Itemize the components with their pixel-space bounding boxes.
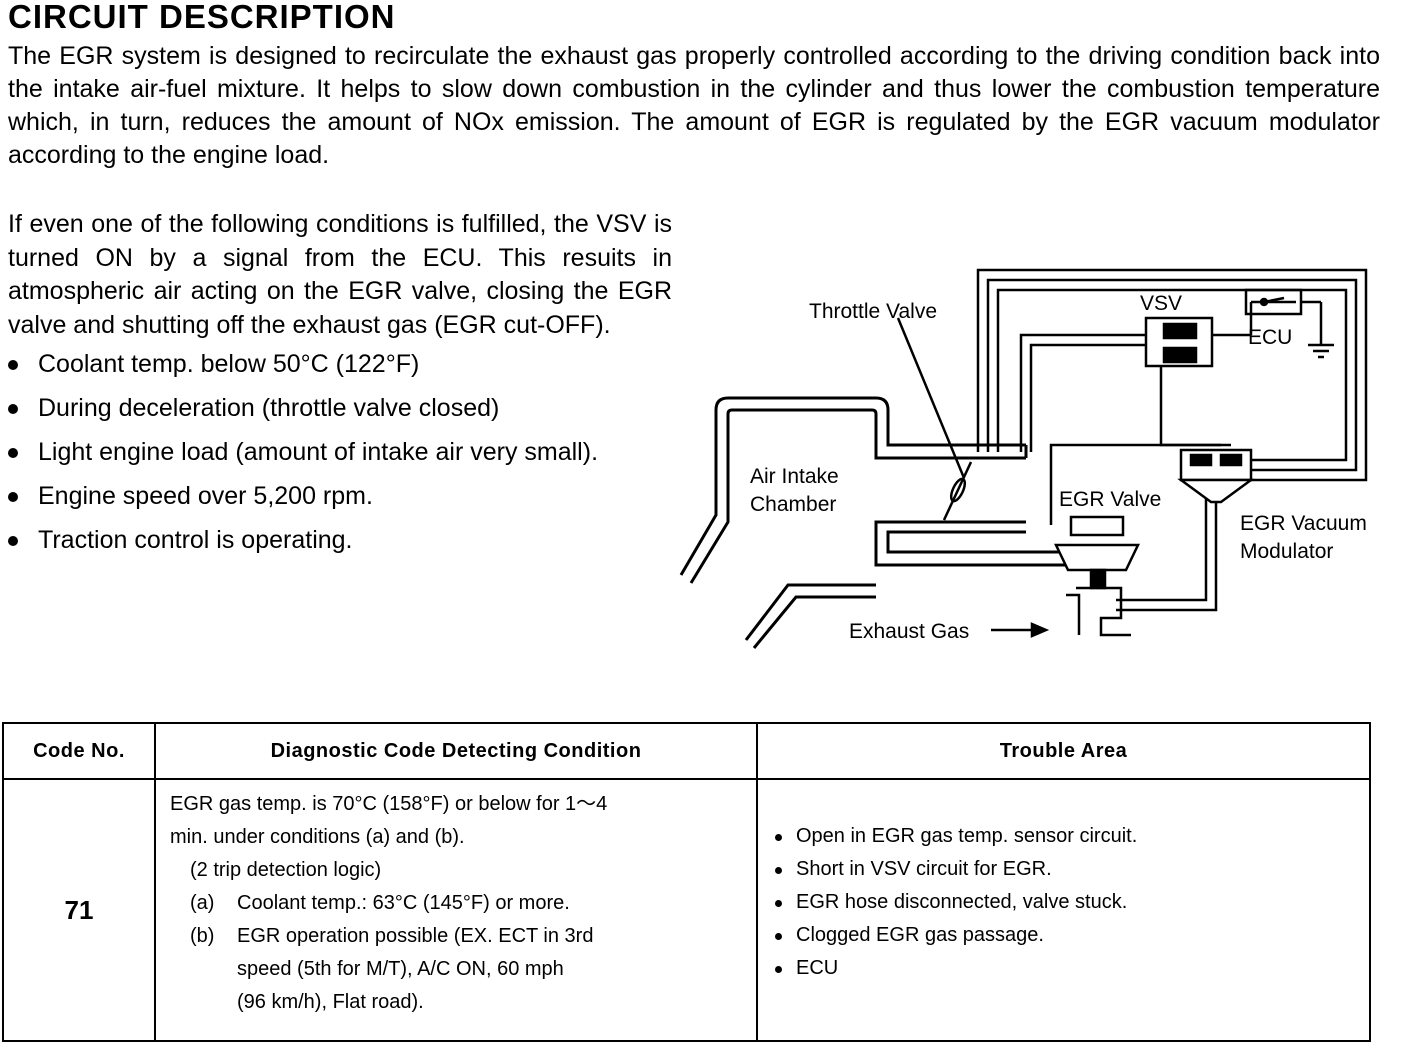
section-title: CIRCUIT DESCRIPTION: [8, 0, 396, 35]
trouble-area-item: Short in VSV circuit for EGR.: [772, 853, 1359, 886]
header-detecting-condition: Diagnostic Code Detecting Condition: [154, 722, 758, 780]
conditions-list: Coolant temp. below 50°C (122°F) During …: [8, 348, 672, 556]
vsv-unit: [1144, 300, 1296, 368]
egr-system-diagram: Throttle Valve VSV ECU Air Intake Chambe…: [679, 268, 1368, 649]
condition-item: Coolant temp. below 50°C (122°F): [8, 348, 672, 380]
trouble-area-item: Clogged EGR gas passage.: [772, 919, 1359, 952]
table-header-row: Code No. Diagnostic Code Detecting Condi…: [2, 722, 1371, 780]
label-egr-valve: EGR Valve: [1059, 488, 1161, 511]
detecting-condition-cell: EGR gas temp. is 70°C (158°F) or below f…: [154, 778, 758, 1042]
exhaust-arrow: [991, 622, 1050, 638]
ecu-unit: [1244, 288, 1334, 359]
condition-line: (2 trip detection logic): [190, 859, 382, 881]
condition-item: Engine speed over 5,200 rpm.: [8, 480, 672, 512]
egr-vacuum-modulator: [1177, 448, 1255, 504]
code-value: 71: [2, 778, 156, 1042]
vacuum-hose: [1019, 333, 1146, 452]
bullet-icon: [8, 404, 18, 414]
label-exhaust-gas: Exhaust Gas: [849, 620, 969, 643]
condition-a: (a)Coolant temp.: 63°C (145°F) or more.: [190, 892, 570, 914]
label-ecu: ECU: [1248, 326, 1292, 349]
bullet-icon: [775, 933, 782, 940]
trouble-area-item: Open in EGR gas temp. sensor circuit.: [772, 820, 1359, 853]
diagnostic-code-table: Code No. Diagnostic Code Detecting Condi…: [2, 722, 1371, 1042]
trouble-area-list: Open in EGR gas temp. sensor circuit. Sh…: [772, 820, 1359, 985]
conditions-lead: If even one of the following conditions …: [8, 210, 672, 339]
condition-item: During deceleration (throttle valve clos…: [8, 392, 672, 424]
vacuum-hose: [976, 268, 1368, 482]
vacuum-hose: [1159, 365, 1231, 447]
vacuum-hose: [996, 288, 1348, 462]
vacuum-hose: [1116, 495, 1208, 602]
bullet-icon: [775, 867, 782, 874]
trouble-area-item: ECU: [772, 952, 1359, 985]
vacuum-hose: [1116, 495, 1218, 612]
condition-b: (b)EGR operation possible (EX. ECT in 3r…: [190, 925, 594, 947]
bullet-icon: [775, 834, 782, 841]
condition-line: (96 km/h), Flat road).: [237, 991, 424, 1013]
bullet-icon: [8, 536, 18, 546]
label-chamber: Chamber: [750, 493, 836, 516]
egr-valve: [1054, 515, 1140, 637]
label-modulator: Modulator: [1240, 540, 1333, 563]
bullet-icon: [8, 492, 18, 502]
label-throttle-valve: Throttle Valve: [809, 300, 937, 323]
condition-line: min. under conditions (a) and (b).: [170, 826, 465, 848]
condition-line: speed (5th for M/T), A/C ON, 60 mph: [237, 958, 564, 980]
vacuum-hose: [1029, 343, 1156, 452]
vacuum-hose: [1049, 443, 1221, 525]
trouble-area-cell: Open in EGR gas temp. sensor circuit. Sh…: [756, 778, 1371, 1042]
bullet-icon: [8, 448, 18, 458]
bullet-icon: [775, 966, 782, 973]
label-air-intake: Air Intake: [750, 465, 839, 488]
header-trouble-area: Trouble Area: [756, 722, 1371, 780]
bullet-icon: [8, 360, 18, 370]
table-row: 71 EGR gas temp. is 70°C (158°F) or belo…: [2, 778, 1371, 1042]
air-intake-chamber: [679, 396, 1116, 649]
condition-item: Light engine load (amount of intake air …: [8, 436, 672, 468]
label-egr-vacuum: EGR Vacuum: [1240, 512, 1367, 535]
header-code-no: Code No.: [2, 722, 156, 780]
condition-line: EGR gas temp. is 70°C (158°F) or below f…: [170, 793, 608, 815]
throttle-valve: [896, 317, 973, 521]
trouble-area-item: EGR hose disconnected, valve stuck.: [772, 886, 1359, 919]
label-vsv: VSV: [1140, 292, 1182, 315]
condition-item: Traction control is operating.: [8, 524, 672, 556]
bullet-icon: [775, 900, 782, 907]
cutoff-conditions: If even one of the following conditions …: [8, 208, 672, 568]
vacuum-hose: [986, 278, 1358, 472]
intro-paragraph: The EGR system is designed to recirculat…: [8, 42, 1380, 169]
